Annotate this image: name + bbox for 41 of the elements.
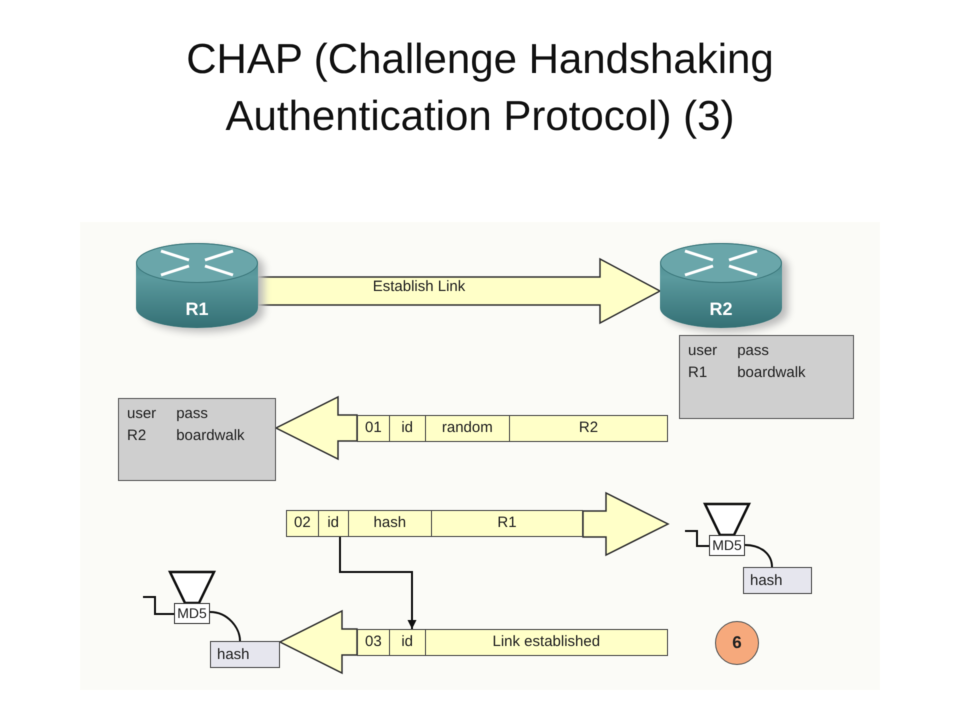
packet-field: 02: [287, 511, 319, 536]
router-label: R1: [184, 299, 210, 320]
table-text: user: [127, 404, 156, 424]
router-label: R2: [708, 299, 734, 320]
hash-box: hash: [743, 567, 812, 594]
md5-box: MD5: [174, 603, 210, 624]
packet-frame: [286, 510, 583, 537]
hash-box: hash: [210, 641, 280, 668]
table-text: boardwalk: [176, 426, 245, 446]
packet-field: 03: [358, 630, 390, 655]
stub-line: [685, 530, 709, 547]
table-text: pass: [176, 404, 209, 424]
block-arrow: [274, 396, 358, 460]
block-arrow: [278, 610, 358, 674]
elbow-arrow: [339, 537, 416, 629]
stub-line: [143, 596, 174, 615]
md5-box: MD5: [709, 535, 745, 556]
packet-field: id: [390, 416, 426, 441]
packet-frame: [357, 629, 668, 656]
block-arrow: [582, 492, 670, 556]
packet-field: 01: [358, 416, 390, 441]
table-text: R2: [127, 426, 148, 446]
slide-title: CHAP (Challenge Handshaking Authentication Protocol) (3): [185, 34, 775, 142]
packet-field: id: [318, 511, 349, 536]
credential-table: [679, 335, 854, 419]
curved-connector: [210, 611, 241, 642]
packet-field: hash: [348, 511, 432, 536]
packet-field: R2: [510, 416, 667, 441]
packet-frame: [357, 415, 668, 442]
table-text: boardwalk: [737, 362, 806, 383]
router: [136, 243, 258, 328]
packet-field: Link established: [426, 630, 667, 655]
curved-connector: [744, 544, 773, 568]
packet-field: R1: [432, 511, 582, 536]
packet-field: random: [426, 416, 510, 441]
packet-field: id: [390, 630, 426, 655]
table-text: user: [688, 341, 718, 361]
table-text: R1: [688, 362, 708, 383]
credential-table: [118, 398, 276, 481]
table-text: pass: [737, 341, 770, 361]
router: [660, 243, 782, 328]
